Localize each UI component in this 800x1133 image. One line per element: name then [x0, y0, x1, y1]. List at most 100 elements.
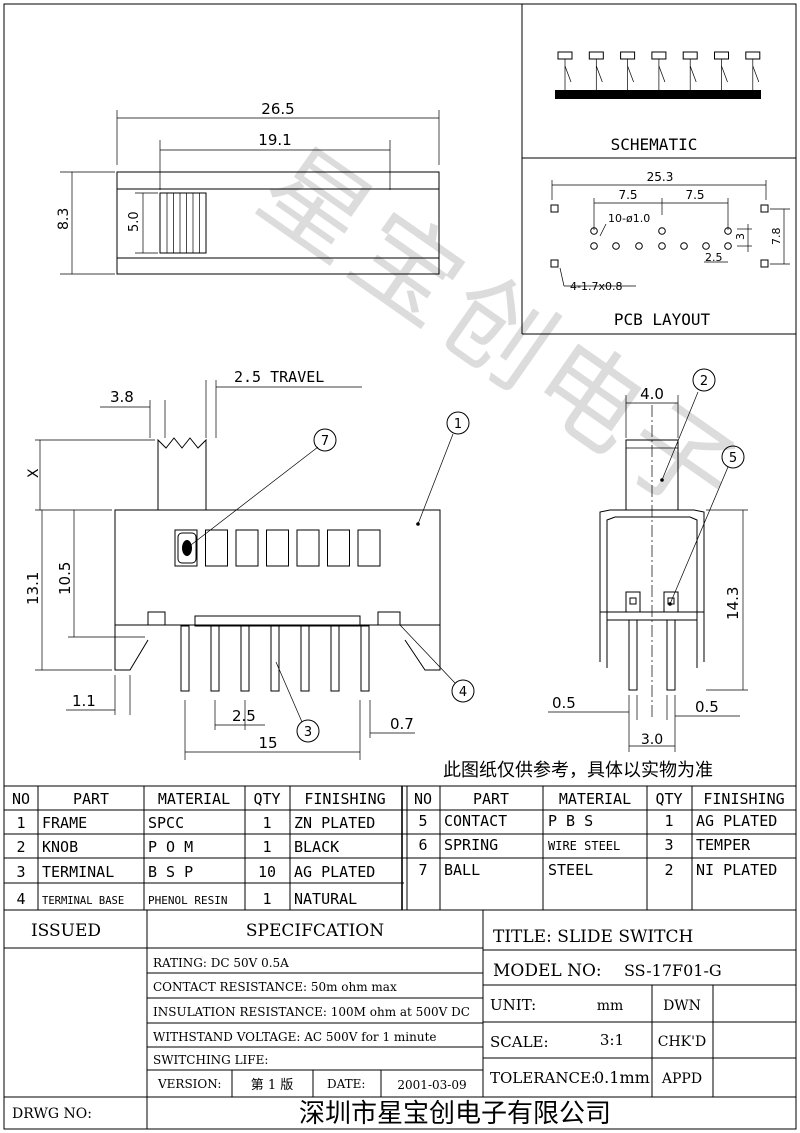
front-dim-2-5: 2.5 [232, 707, 256, 725]
table-cell: TERMINAL BASE [42, 895, 124, 907]
table-header: QTY [655, 790, 682, 808]
table-cell: 1 [664, 812, 673, 830]
top-dim-length: 26.5 [261, 100, 294, 118]
table-cell: P B S [548, 812, 593, 830]
pcb-hole [590, 227, 598, 235]
table-cell: 1 [262, 814, 271, 832]
front-dim-10-5: 10.5 [56, 562, 74, 595]
table-header: FINISHING [304, 790, 385, 808]
table-cell: 1 [262, 838, 271, 856]
table-cell: AG PLATED [696, 812, 777, 830]
pcb-hole [724, 242, 732, 250]
side-dim-0-5-left: 0.5 [552, 694, 576, 712]
table-cell: B S P [148, 863, 193, 881]
terminal-pin [180, 625, 190, 692]
spec-rating: RATING: DC 50V 0.5A [153, 956, 289, 970]
callout-2: 2 [700, 374, 708, 389]
schematic-pin [651, 51, 667, 60]
tolerance-value: 0.1mm [594, 1068, 650, 1087]
table-header: MATERIAL [158, 790, 230, 808]
pcb-hole [590, 242, 598, 250]
table-cell: 1 [16, 814, 25, 832]
table-cell: 6 [418, 836, 427, 854]
table-header: FINISHING [703, 790, 784, 808]
table-cell: CONTACT [444, 812, 507, 830]
appd-label: APPD [661, 1071, 702, 1087]
table-header: PART [473, 790, 509, 808]
pcb-layout-panel: 25.3 7.5 7.5 10-ø1.0 3 7.8 2.5 4-1.7x0.8… [550, 170, 790, 329]
table-header: NO [12, 790, 30, 808]
company-name: 深圳市星宝创电子有限公司 [299, 1099, 611, 1129]
side-view: 4.0 14.3 0.5 0.5 3.0 2 5 [548, 368, 748, 752]
table-header: NO [414, 790, 432, 808]
pcb-dim-left: 7.5 [618, 188, 637, 202]
schematic-pin [557, 51, 573, 60]
pcb-dim-7-8: 7.8 [770, 228, 783, 246]
callout-5: 5 [729, 451, 737, 466]
unit-value: mm [597, 998, 624, 1014]
terminal-pin [210, 625, 220, 692]
pcb-hole [702, 242, 710, 250]
pcb-hole [680, 242, 688, 250]
parts-table: NO NO PART PART MATERIAL MATERIAL QTY QTY FINISH… [4, 785, 796, 911]
table-cell: SPCC [148, 814, 184, 832]
schematic-pin [745, 51, 761, 60]
table-cell: ZN PLATED [294, 814, 375, 832]
table-cell: 2 [16, 838, 25, 856]
table-cell: WIRE STEEL [548, 839, 620, 853]
schematic-pin [620, 51, 636, 60]
callout-4: 4 [459, 685, 467, 700]
table-header: QTY [253, 790, 280, 808]
title-block: ISSUED SPECIFCATION RATING: DC 50V 0.5A … [4, 910, 796, 1129]
pcb-slots-label: 4-1.7x0.8 [570, 280, 622, 293]
pcb-hole [612, 242, 620, 250]
version-label: VERSION: [157, 1077, 221, 1091]
reference-note: 此图纸仅供参考，具体以实物为准 [443, 760, 713, 781]
table-cell: SPRING [444, 836, 498, 854]
front-dim-15: 15 [258, 734, 277, 752]
schematic-label: SCHEMATIC [611, 135, 698, 154]
schematic-pin [714, 51, 729, 60]
side-dim-4-0: 4.0 [640, 385, 664, 403]
table-header: MATERIAL [559, 790, 631, 808]
contact-window [174, 529, 198, 567]
table-cell: 2 [664, 861, 673, 879]
table-cell: KNOB [42, 838, 78, 856]
table-cell: NATURAL [294, 890, 357, 908]
scale-label: SCALE: [490, 1033, 549, 1051]
schematic-pin [682, 51, 698, 60]
table-cell: 3 [664, 836, 673, 854]
contact-window [357, 529, 381, 567]
table-cell: 5 [418, 812, 427, 830]
table-cell: 1 [262, 890, 271, 908]
date-value: 2001-03-09 [397, 1078, 466, 1092]
front-dim-1-1: 1.1 [72, 692, 96, 710]
front-dim-13-1: 13.1 [24, 572, 42, 605]
table-cell: 7 [418, 861, 427, 879]
side-dim-0-5-right: 0.5 [695, 698, 719, 716]
scale-value: 3:1 [600, 1031, 624, 1049]
table-cell: P O M [148, 838, 193, 856]
pcb-dim-total: 25.3 [647, 170, 674, 184]
pcb-hole [658, 242, 666, 250]
spec-withstand-voltage: WITHSTAND VOLTAGE: AC 500V for 1 minute [153, 1030, 437, 1044]
top-view: 26.5 19.1 8.3 5.0 [56, 100, 440, 275]
pcb-dim-2-5: 2.5 [705, 251, 723, 264]
title-field: TITLE: SLIDE SWITCH [493, 927, 693, 947]
table-cell: STEEL [548, 861, 593, 879]
version-value: 第 1 版 [251, 1078, 294, 1093]
contact-window [296, 529, 320, 567]
table-cell: BALL [444, 861, 480, 879]
table-cell: FRAME [42, 814, 87, 832]
table-cell: PHENOL RESIN [148, 894, 227, 907]
terminal-pin [270, 625, 280, 692]
top-dim-inner: 19.1 [258, 131, 291, 149]
table-cell: 4 [16, 890, 25, 908]
top-dim-knob: 5.0 [127, 211, 142, 232]
spec-switching-life: SWITCHING LIFE: [153, 1053, 268, 1067]
terminal-pin [360, 625, 370, 692]
table-header: PART [73, 790, 109, 808]
table-cell: TERMINAL [42, 863, 114, 881]
callout-1: 1 [454, 417, 462, 432]
